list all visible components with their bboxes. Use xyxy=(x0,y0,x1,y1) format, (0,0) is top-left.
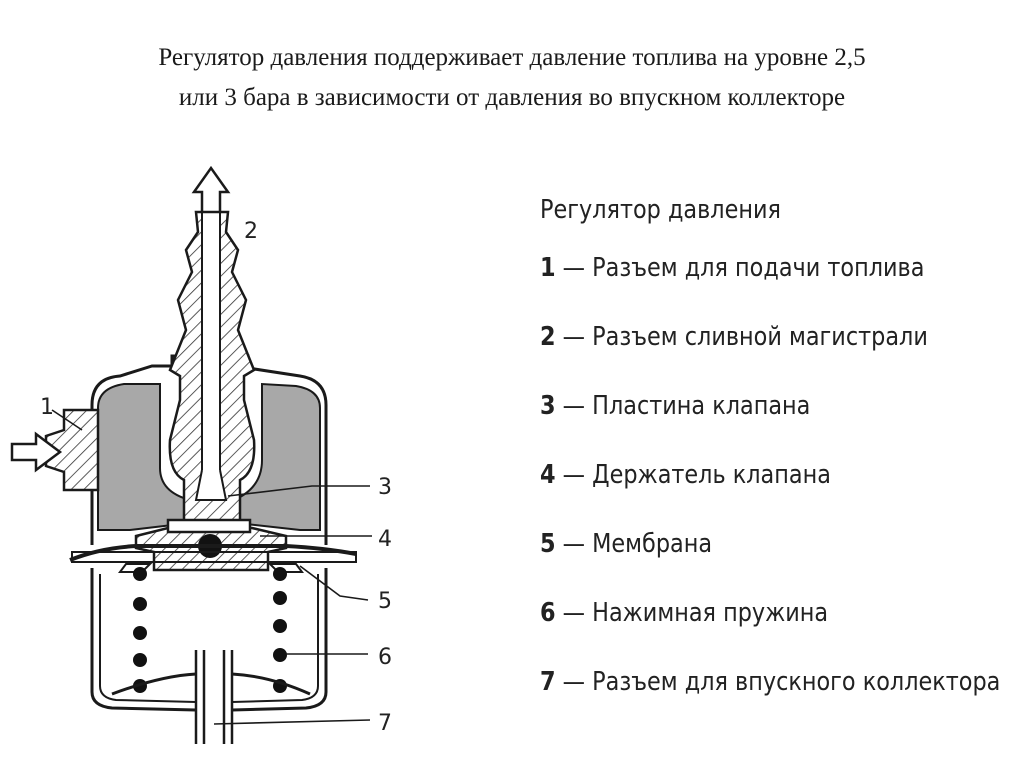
legend-item-number: 1 xyxy=(540,253,556,283)
legend-item-number: 7 xyxy=(540,667,556,697)
legend-item-number: 5 xyxy=(540,529,556,559)
legend-heading: Регулятор давления xyxy=(540,195,781,225)
legend: Регулятор давления 1 — Разъем для подачи… xyxy=(540,186,1024,717)
compression-spring xyxy=(133,567,287,693)
legend-item-text: Держатель клапана xyxy=(592,460,831,490)
legend-item-number: 6 xyxy=(540,598,556,628)
membrane-flange xyxy=(71,551,357,563)
legend-item-text: Разъем сливной магистрали xyxy=(592,322,928,352)
slide-title: Регулятор давления поддерживает давление… xyxy=(0,38,1024,118)
legend-item-dash: — xyxy=(555,598,593,628)
callout-1: 1 xyxy=(40,395,54,420)
legend-item-text: Разъем для подачи топлива xyxy=(592,253,925,283)
regulator-cross-section: 1 2 3 4 5 6 7 xyxy=(10,165,392,744)
legend-item-text: Нажимная пружина xyxy=(592,598,829,628)
legend-item-dash: — xyxy=(555,667,593,697)
legend-item-text: Мембрана xyxy=(592,529,713,559)
slide-title-line-2: или 3 бара в зависимости от давления во … xyxy=(178,84,846,111)
inlet-arrow-icon xyxy=(10,431,63,473)
legend-item-dash: — xyxy=(555,322,593,352)
legend-item-dash: — xyxy=(555,529,593,559)
valve-plate xyxy=(166,518,252,534)
lower-housing-shell xyxy=(90,568,328,712)
legend-item-dash: — xyxy=(555,460,593,490)
vacuum-connector xyxy=(194,650,234,744)
legend-item-number: 4 xyxy=(540,460,556,490)
lower-housing-inner xyxy=(99,574,319,703)
callout-lines xyxy=(51,409,372,725)
slide-title-line-1: Регулятор давления поддерживает давление… xyxy=(158,44,866,71)
return-pipe-bore xyxy=(201,199,221,491)
upper-housing-shell xyxy=(90,354,328,545)
legend-item-text: Разъем для впускного коллектора xyxy=(592,667,1001,697)
legend-item-number: 3 xyxy=(540,391,556,421)
legend-item-number: 2 xyxy=(540,322,556,352)
callout-4: 4 xyxy=(378,527,392,552)
callout-6: 6 xyxy=(378,645,392,670)
legend-item-dash: — xyxy=(555,253,593,283)
return-pipe-bore-taper xyxy=(194,469,228,501)
membrane xyxy=(69,544,357,562)
callout-2: 2 xyxy=(244,219,258,244)
legend-item-text: Пластина клапана xyxy=(592,391,811,421)
legend-item-5: 5 — Мембрана xyxy=(540,510,1000,579)
callout-5: 5 xyxy=(378,589,392,614)
legend-item-4: 4 — Держатель клапана xyxy=(540,441,1000,510)
outflow-arrow-icon xyxy=(191,165,231,214)
callout-7: 7 xyxy=(378,711,392,736)
legend-item-2: 2 — Разъем сливной магистрали xyxy=(540,303,1000,372)
legend-item-dash: — xyxy=(555,391,593,421)
legend-item-6: 6 — Нажимная пружина xyxy=(540,579,1000,648)
legend-item-7: 7 — Разъем для впускного коллектора xyxy=(540,648,1000,717)
legend-item-3: 3 — Пластина клапана xyxy=(540,372,1000,441)
fuel-inlet-connector xyxy=(44,408,100,492)
callout-3: 3 xyxy=(378,475,392,500)
legend-item-1: 1 — Разъем для подачи топлива xyxy=(540,234,1000,303)
spring-cup xyxy=(111,672,311,696)
